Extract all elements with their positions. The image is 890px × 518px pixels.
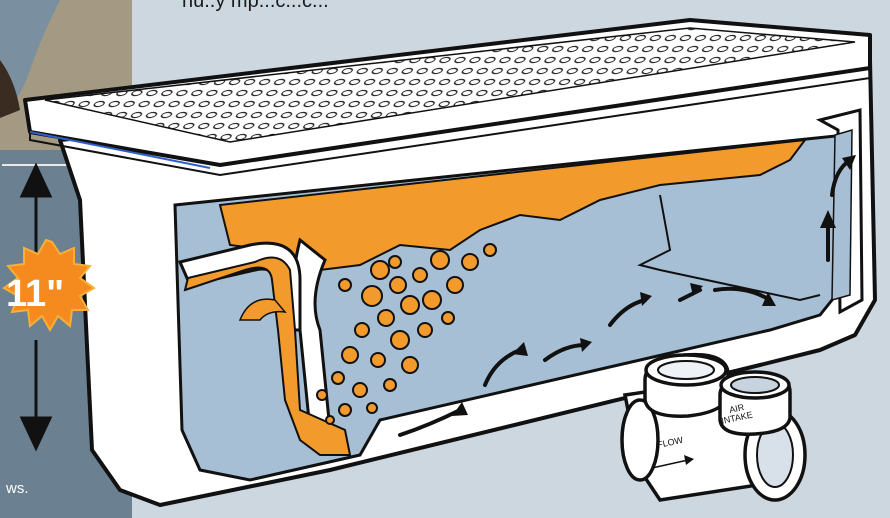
dimension-value: 11" <box>6 273 64 315</box>
caption-top-partial: nu..y mp...c...c... <box>182 0 329 13</box>
caption-bottom-partial: ws. <box>6 480 29 497</box>
check-valve-icon <box>622 355 805 500</box>
